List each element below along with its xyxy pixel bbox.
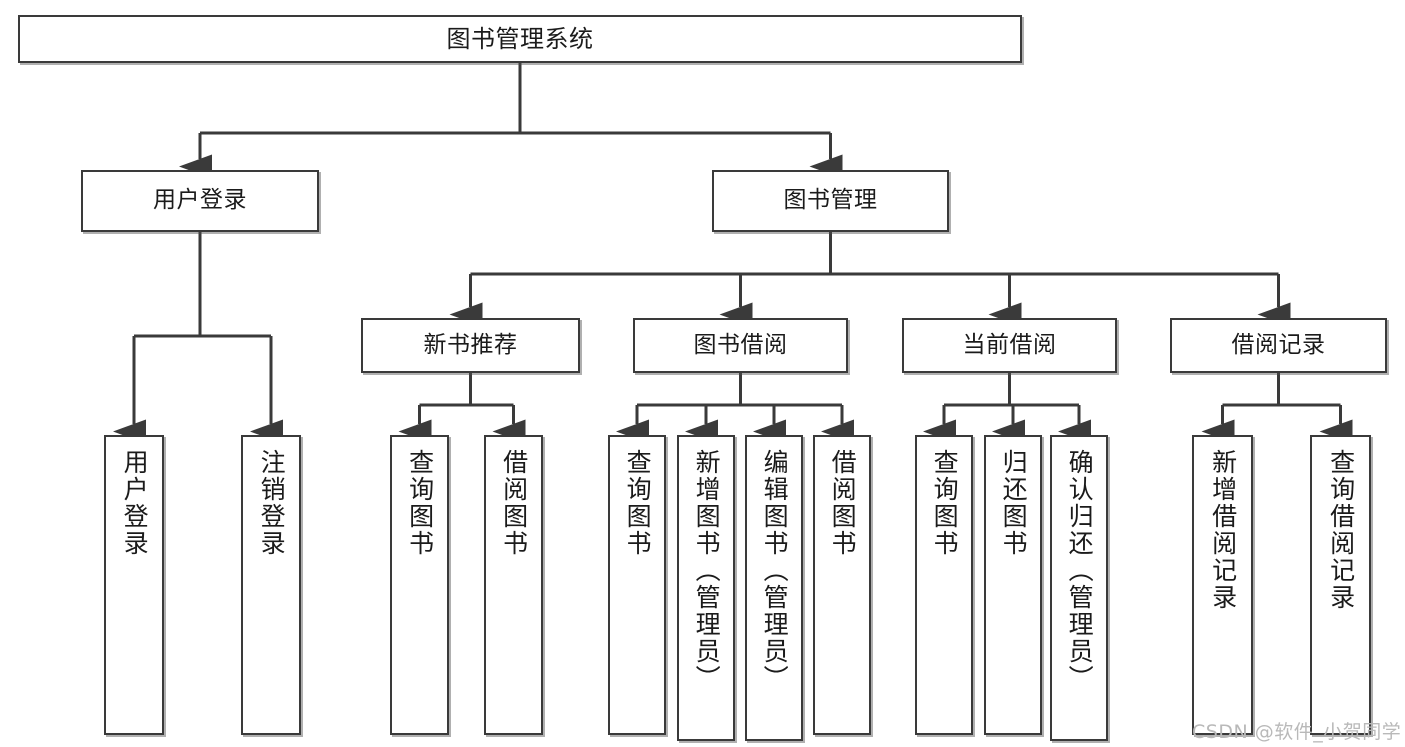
node-label: 编辑图书（管理员） (760, 449, 790, 692)
node-label: 图书借阅 (693, 331, 788, 358)
node-label: 新书推荐 (423, 331, 518, 358)
node-label: 查询借阅记录 (1326, 449, 1356, 611)
node-leaf-query-book-1: 查询图书 (390, 435, 449, 735)
node-label: 注销登录 (257, 449, 287, 557)
csdn-watermark: CSDN @软件_小贺同学 (1192, 721, 1402, 743)
node-label: 借阅图书 (499, 449, 529, 557)
node-label: 查询图书 (623, 449, 653, 557)
node-root: 图书管理系统 (18, 15, 1022, 63)
node-l2-book-mgmt: 图书管理 (712, 170, 949, 232)
node-leaf-add-record: 新增借阅记录 (1192, 435, 1253, 735)
node-label: 查询图书 (405, 449, 435, 557)
node-label: 归还图书 (999, 449, 1029, 557)
node-l2-user-login: 用户登录 (81, 170, 319, 232)
node-label: 新增借阅记录 (1208, 449, 1238, 611)
node-label: 用户登录 (153, 187, 247, 214)
node-label: 用户登录 (120, 449, 150, 557)
node-leaf-add-book: 新增图书（管理员） (677, 435, 735, 741)
node-leaf-query-book-2: 查询图书 (608, 435, 666, 735)
node-leaf-query-book-3: 查询图书 (915, 435, 973, 735)
node-l3-book-borrow: 图书借阅 (633, 318, 848, 373)
node-leaf-logout: 注销登录 (241, 435, 301, 735)
node-leaf-borrow-book-1: 借阅图书 (484, 435, 543, 735)
node-label: 借阅记录 (1231, 331, 1326, 358)
node-l3-borrow-record: 借阅记录 (1170, 318, 1387, 373)
node-label: 新增图书（管理员） (692, 449, 722, 692)
node-l3-current-borrow: 当前借阅 (902, 318, 1117, 373)
node-leaf-borrow-book-2: 借阅图书 (813, 435, 871, 735)
node-label: 借阅图书 (828, 449, 858, 557)
node-label: 当前借阅 (962, 331, 1057, 358)
node-leaf-edit-book: 编辑图书（管理员） (745, 435, 803, 741)
node-leaf-return-book: 归还图书 (984, 435, 1042, 735)
node-leaf-confirm-return: 确认归还（管理员） (1050, 435, 1108, 741)
node-label: 图书管理系统 (446, 24, 594, 53)
node-label: 图书管理 (783, 187, 878, 214)
node-label: 查询图书 (930, 449, 960, 557)
node-label: 确认归还（管理员） (1065, 449, 1095, 692)
node-leaf-user-login: 用户登录 (104, 435, 164, 735)
node-l3-new-book-rec: 新书推荐 (361, 318, 580, 373)
node-leaf-query-record: 查询借阅记录 (1310, 435, 1371, 735)
